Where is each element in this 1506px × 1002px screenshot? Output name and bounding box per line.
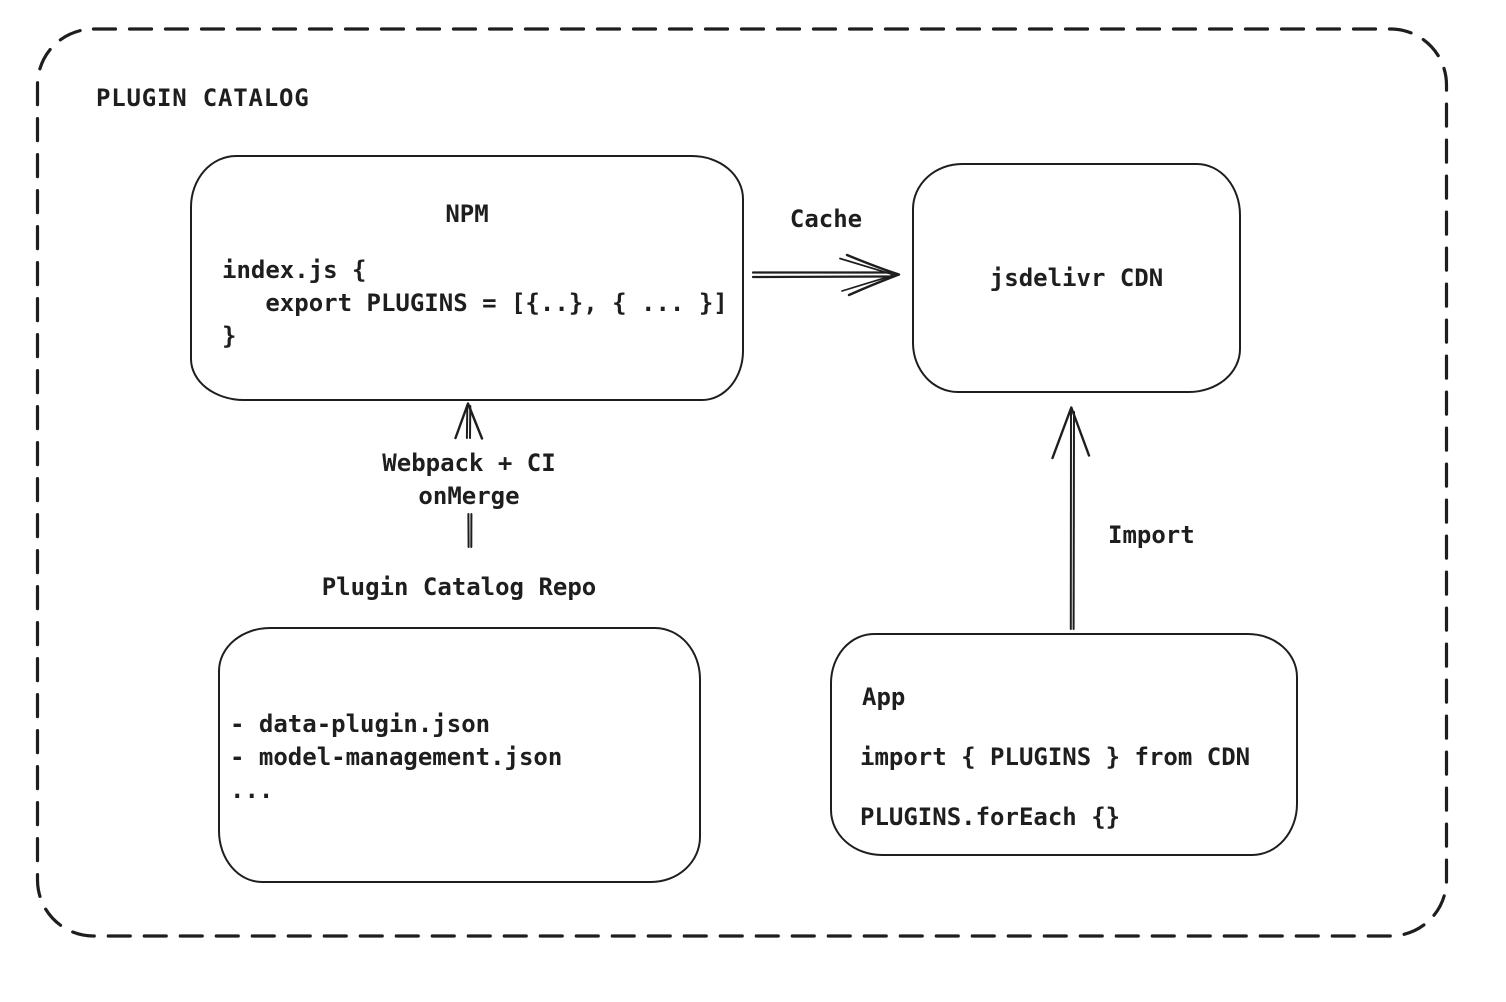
cdn-node-label: jsdelivr CDN: [989, 264, 1164, 292]
npm-node: [190, 155, 744, 401]
build-arrow-label-line: Webpack + CI: [382, 449, 556, 477]
diagram-title: PLUGIN CATALOG: [96, 84, 310, 112]
repo-file-item: ...: [230, 776, 274, 804]
npm-code-line: }: [222, 322, 237, 350]
plugin-catalog-boundary: [35, 27, 1449, 938]
build-arrow: [454, 402, 484, 548]
cache-arrow-head: [845, 253, 901, 297]
npm-code-line: export PLUGINS = [{..}, { ... }]: [222, 289, 728, 317]
repo-node-label: Plugin Catalog Repo: [321, 573, 597, 601]
cache-arrow: [751, 253, 901, 297]
repo-file-item: - model-management.json: [230, 743, 563, 771]
cache-arrow-head: [839, 257, 896, 292]
import-arrow: [1051, 406, 1091, 630]
app-code-line: import { PLUGINS } from CDN: [860, 743, 1251, 771]
npm-code-line: index.js {: [222, 256, 367, 284]
cache-arrow-shaft-line: [751, 275, 895, 279]
app-node: [830, 633, 1298, 856]
repo-node: [218, 627, 701, 883]
import-arrow-label: Import: [1108, 521, 1195, 549]
cache-arrow-label: Cache: [789, 205, 863, 233]
app-node-title: App: [862, 683, 906, 711]
app-code-line: PLUGINS.forEach {}: [860, 803, 1121, 831]
build-arrow-head: [454, 402, 484, 440]
build-arrow-label-line: onMerge: [418, 482, 520, 510]
build-arrow-label: Webpack + CI onMerge: [334, 447, 604, 513]
repo-file-item: - data-plugin.json: [230, 710, 491, 738]
npm-node-title: NPM: [445, 200, 489, 228]
import-arrow-head: [1051, 406, 1091, 460]
cdn-node: jsdelivr CDN: [912, 163, 1241, 393]
